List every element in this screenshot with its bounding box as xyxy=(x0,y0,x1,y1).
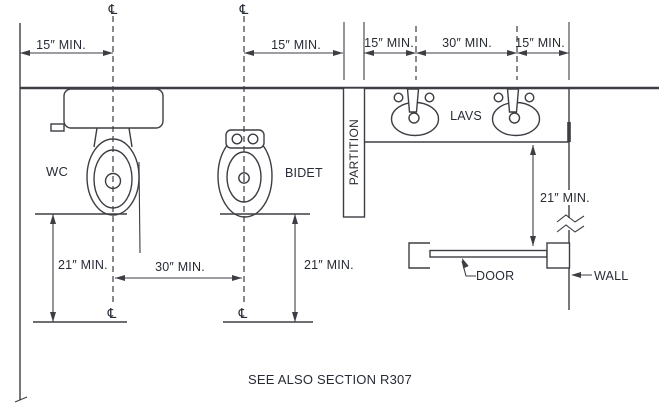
lavs-label: LAVS xyxy=(450,109,482,123)
left-wall-break-tick xyxy=(14,396,28,403)
wall-break-icon xyxy=(556,224,585,233)
lav1-faucet xyxy=(406,88,420,113)
centerline-symbols: ℄ ℄ ℄ ℄ xyxy=(107,2,249,322)
dimension-lines xyxy=(20,50,569,322)
dim-label-wc-front: 21″ MIN. xyxy=(58,258,108,272)
wall-leader-arrow-icon xyxy=(571,272,581,278)
wc-centerline-bottom-icon: ℄ xyxy=(107,306,117,322)
wall-break-icon xyxy=(556,214,585,223)
door-jamb-left xyxy=(408,242,430,269)
door-leader-arrow-icon xyxy=(462,258,469,269)
door-slab xyxy=(429,249,548,258)
lav2-faucet xyxy=(506,88,520,113)
dim-label-bidet-front: 21″ MIN. xyxy=(304,258,354,272)
dim-label-lav-spacing: 30″ MIN. xyxy=(442,36,492,50)
dim-label-wc-to-bidet: 30″ MIN. xyxy=(155,260,205,274)
bidet-label: BIDET xyxy=(285,166,323,180)
wc-label: WC xyxy=(46,164,68,179)
dim-label-wall-to-wc: 15″ MIN. xyxy=(36,38,86,52)
partition-outline xyxy=(342,87,366,218)
door-jamb-right xyxy=(546,242,571,269)
dim-label-partition-to-lav: 15″ MIN. xyxy=(364,36,414,50)
dim-label-bidet-to-partition: 15″ MIN. xyxy=(271,38,321,52)
section-reference-note: SEE ALSO SECTION R307 xyxy=(248,372,412,387)
bidet-centerline-bottom-icon: ℄ xyxy=(238,306,248,322)
wc-side-line xyxy=(138,161,141,254)
wall-label: WALL xyxy=(594,269,628,283)
partition-label: PARTITION xyxy=(347,119,361,186)
lav2-handle-left xyxy=(493,92,504,103)
fixture-labels: WC BIDET LAVS DOOR WALL xyxy=(46,109,628,283)
bidet-fixture xyxy=(217,129,310,218)
wc-centerline-top-icon: ℄ xyxy=(108,2,118,18)
lav2-drain xyxy=(508,112,521,124)
lav1-drain xyxy=(408,112,420,124)
walls xyxy=(14,23,659,403)
wc-neck-right xyxy=(128,127,133,148)
lav2-handle-right xyxy=(524,92,535,103)
dim-label-lav-to-wall: 15″ MIN. xyxy=(515,36,565,50)
wc-neck-left xyxy=(93,127,98,148)
door-label: DOOR xyxy=(476,269,514,283)
dimension-labels: 15″ MIN. 15″ MIN. 15″ MIN. 30″ MIN. 15″ … xyxy=(36,36,590,274)
centerlines xyxy=(112,16,518,303)
lav1-handle-left xyxy=(393,92,404,103)
leaders xyxy=(461,258,592,278)
extension-lines xyxy=(33,22,570,323)
bidet-centerline-top-icon: ℄ xyxy=(239,2,249,18)
partition: PARTITION xyxy=(342,87,366,218)
lavatory-1 xyxy=(390,88,440,137)
dim-label-lav-to-door: 21″ MIN. xyxy=(540,191,590,205)
lav1-handle-right xyxy=(424,92,435,103)
bidet-hole-right xyxy=(247,133,259,145)
wc-flush-handle xyxy=(50,123,65,132)
lavatory-2 xyxy=(491,88,541,137)
bidet-hole-left xyxy=(231,133,243,145)
label-mask xyxy=(537,190,591,205)
door-assembly xyxy=(408,242,571,269)
